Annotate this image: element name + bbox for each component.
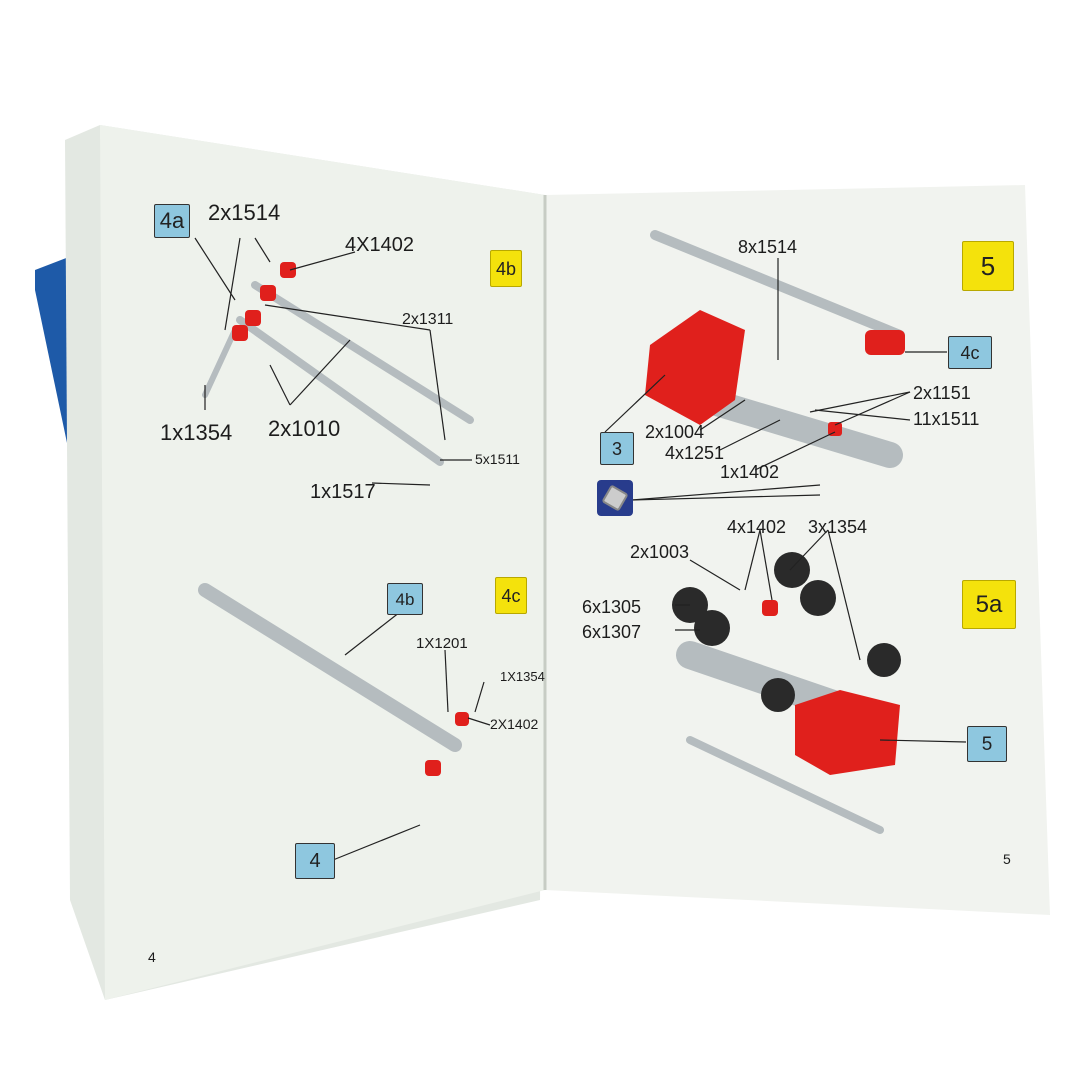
part-label: 2x1151 bbox=[913, 383, 971, 403]
part-label: 4X1402 bbox=[345, 234, 414, 256]
ref-4c-badge: 4c bbox=[948, 336, 992, 369]
part-label: 2x1003 bbox=[630, 542, 690, 562]
part-label: 1X1201 bbox=[416, 635, 468, 652]
red-parts bbox=[232, 262, 905, 776]
wheels bbox=[672, 552, 901, 712]
step-4b-badge: 4b bbox=[490, 250, 522, 287]
part-label: 4x1402 bbox=[727, 517, 787, 537]
part-label: 3x1354 bbox=[808, 517, 868, 537]
part-label: 1x1402 bbox=[720, 462, 780, 482]
page-number: 4 bbox=[148, 949, 156, 965]
part-label: 1X1354 bbox=[500, 669, 545, 684]
part-label: 2x1010 bbox=[268, 416, 341, 441]
leader-lines bbox=[194, 237, 967, 861]
result-4-badge: 4 bbox=[295, 843, 335, 879]
part-label: 6x1305 bbox=[582, 597, 642, 617]
part-label: 1x1517 bbox=[310, 481, 376, 503]
part-label: 6x1307 bbox=[582, 622, 642, 642]
ref-3-badge: 3 bbox=[600, 432, 634, 465]
step-4a-badge: 4a bbox=[154, 204, 190, 238]
ref-5-badge: 5 bbox=[967, 726, 1007, 762]
part-label: 8x1514 bbox=[738, 237, 798, 257]
step-5-badge: 5 bbox=[962, 241, 1014, 291]
step-4c-badge: 4c bbox=[495, 577, 527, 614]
step-5a-badge: 5a bbox=[962, 580, 1016, 629]
nut-icon bbox=[597, 480, 633, 516]
part-label: 11x1511 bbox=[913, 409, 980, 429]
part-label: 2x1311 bbox=[402, 311, 454, 328]
part-label: 5x1511 bbox=[475, 451, 520, 467]
part-label: 1x1354 bbox=[160, 420, 233, 445]
part-label: 2x1514 bbox=[208, 200, 281, 225]
part-label: 2X1402 bbox=[490, 716, 539, 732]
part-label: 2x1004 bbox=[645, 422, 705, 442]
left-page bbox=[100, 125, 545, 1000]
page-number: 5 bbox=[1003, 851, 1011, 867]
part-label: 4x1251 bbox=[665, 443, 725, 463]
ref-4b-badge: 4b bbox=[387, 583, 423, 615]
